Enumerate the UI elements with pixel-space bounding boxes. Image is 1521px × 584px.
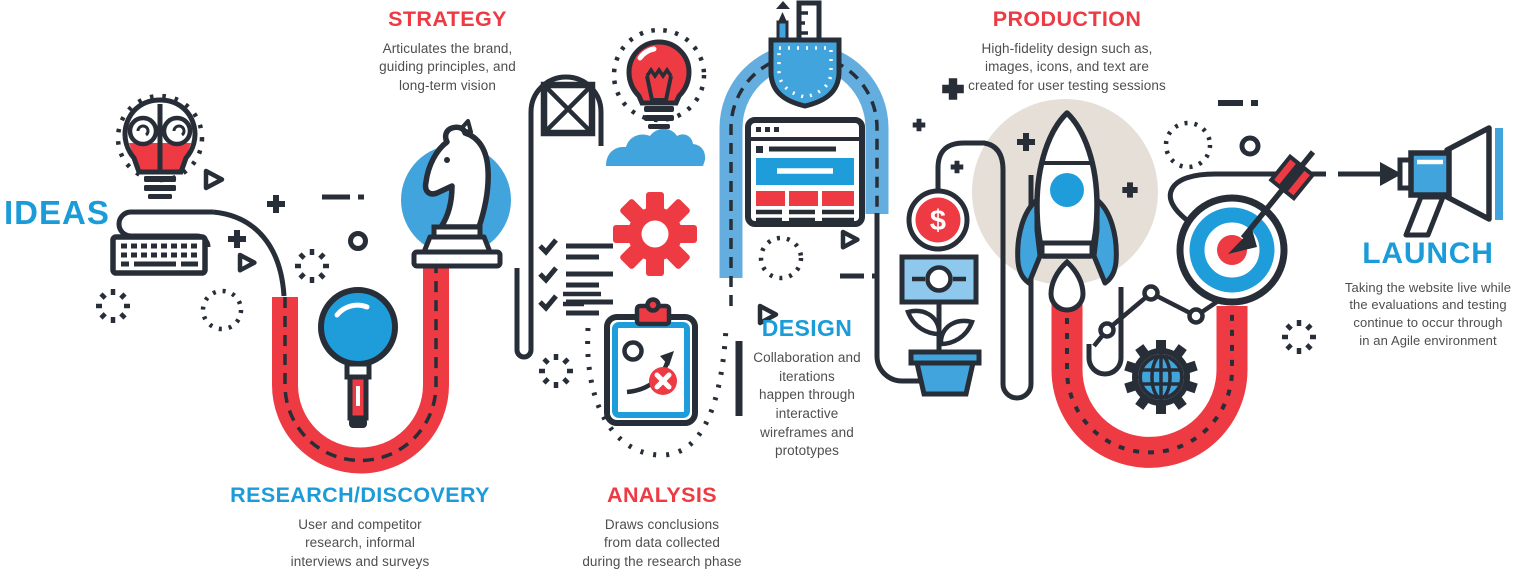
- globe-gear-icon: [1124, 340, 1198, 414]
- stage-production: PRODUCTION High-fidelity design such as,…: [955, 8, 1179, 95]
- chess-knight-icon: [411, 119, 503, 269]
- cloud-icon: [606, 128, 706, 166]
- stage-launch: LAUNCH Taking the website live while the…: [1342, 238, 1514, 350]
- gear-icon: [613, 192, 697, 276]
- browser-wireframe-icon: [745, 117, 865, 227]
- stage-desc-production: High-fidelity design such as, images, ic…: [968, 40, 1166, 93]
- stage-desc-strategy: Articulates the brand, guiding principle…: [379, 40, 516, 93]
- arrow-head-icon: [1380, 162, 1402, 186]
- stage-desc-research-discovery: User and competitor research, informal i…: [290, 516, 430, 569]
- stage-title-launch: LAUNCH: [1362, 237, 1494, 270]
- money-plant-icon: [899, 254, 982, 397]
- brain-lightbulb-icon: [115, 93, 205, 199]
- stage-research-discovery: RESEARCH/DISCOVERY User and competitor r…: [230, 484, 490, 571]
- dollar-symbol: $: [930, 205, 946, 237]
- pencil-ruler-pocket-icon: [768, 0, 842, 109]
- target-arrow-icon: [1176, 150, 1316, 306]
- lightbulb-icon: [611, 27, 707, 129]
- magnifier-icon: [318, 287, 398, 428]
- crossed-box-icon: [540, 81, 596, 137]
- megaphone-icon: [1397, 125, 1503, 238]
- stage-title-analysis: ANALYSIS: [607, 483, 717, 507]
- stage-title-design: DESIGN: [761, 315, 853, 341]
- flow-path-launch: [1051, 288, 1248, 468]
- stage-analysis: ANALYSIS Draws conclusions from data col…: [557, 484, 767, 571]
- stage-desc-design: Collaboration and iterations happen thro…: [753, 350, 861, 459]
- connector-lines-production: [935, 140, 1124, 401]
- stage-title-production: PRODUCTION: [992, 7, 1142, 31]
- clipboard-tactics-icon: [604, 297, 698, 426]
- stage-strategy: STRATEGY Articulates the brand, guiding …: [330, 8, 565, 95]
- flow-path-research: [272, 267, 449, 474]
- stage-title-strategy: STRATEGY: [388, 7, 507, 31]
- stage-ideas: IDEAS: [4, 194, 114, 231]
- stage-title-ideas: IDEAS: [4, 194, 110, 231]
- growth-chart-icon: [1092, 284, 1232, 348]
- checklist-icon: [540, 240, 613, 316]
- stage-desc-launch: Taking the website live while the evalua…: [1344, 279, 1512, 349]
- stage-title-research-discovery: RESEARCH/DISCOVERY: [230, 483, 490, 507]
- decorative-marks: [96, 78, 1316, 416]
- stage-desc-analysis: Draws conclusions from data collected du…: [582, 516, 742, 569]
- dollar-coin-icon: $: [906, 188, 970, 252]
- keyboard-icon: [110, 234, 208, 276]
- rocket-icon: [1015, 110, 1119, 313]
- stage-design: DESIGN Collaboration and iterations happ…: [746, 316, 868, 461]
